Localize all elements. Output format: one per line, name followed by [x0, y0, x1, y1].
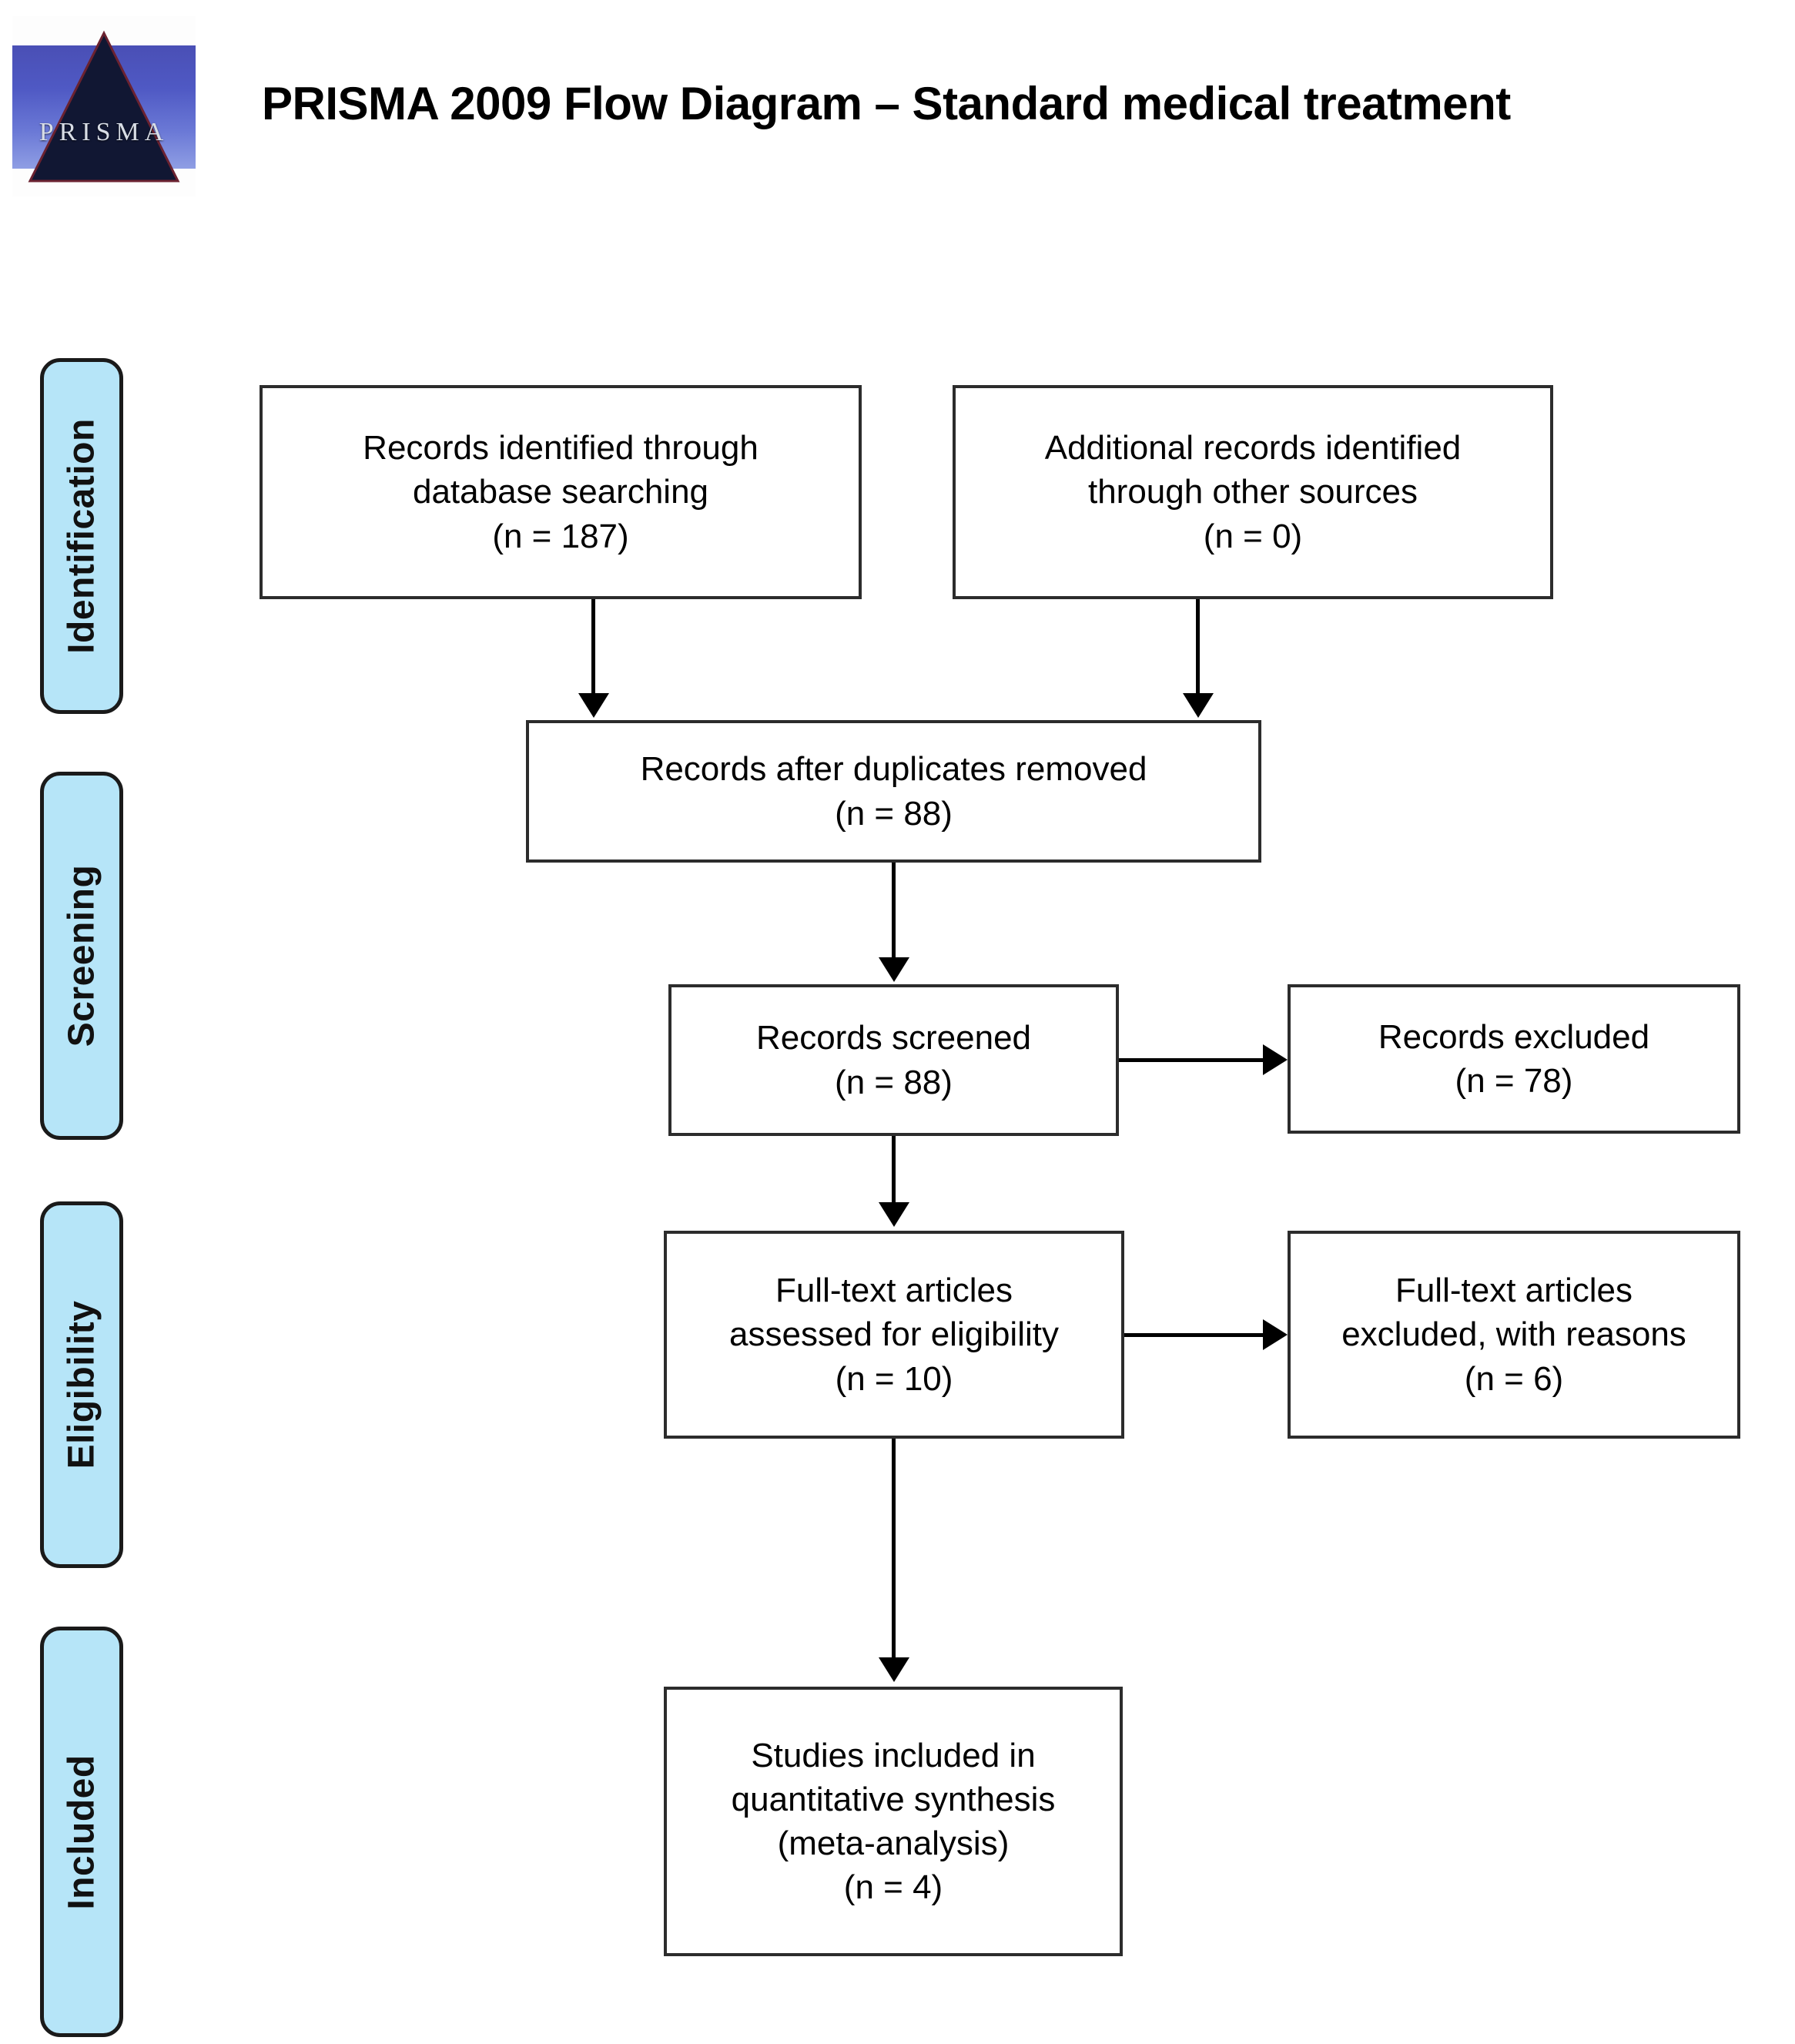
- arrowhead-assessed-to-included: [879, 1657, 909, 1682]
- box-line: database searching: [412, 473, 709, 511]
- box-count: (n = 10): [835, 1359, 953, 1398]
- box-records-after-duplicates-removed: Records after duplicates removed (n = 88…: [526, 720, 1261, 863]
- logo-wordmark: PRISMA: [39, 118, 169, 146]
- box-text: Records screened (n = 88): [745, 1016, 1042, 1104]
- arrowhead-screened-to-fulltext: [879, 1202, 909, 1227]
- box-line: assessed for eligibility: [729, 1315, 1059, 1354]
- phase-label-screening: Screening: [61, 864, 102, 1047]
- box-count: (n = 6): [1464, 1359, 1564, 1398]
- box-records-screened: Records screened (n = 88): [668, 984, 1119, 1136]
- box-line: Records excluded: [1378, 1017, 1650, 1056]
- arrowhead-db-to-duplicates: [578, 693, 609, 718]
- box-line: Records screened: [755, 1019, 1032, 1057]
- arrowhead-assessed-to-excluded: [1263, 1319, 1288, 1350]
- connector-assessed-to-excluded: [1124, 1333, 1264, 1337]
- prisma-logo: PRISMA: [12, 16, 196, 196]
- box-line: excluded, with reasons: [1341, 1315, 1686, 1354]
- arrowhead-other-to-duplicates: [1183, 693, 1214, 718]
- box-text: Records identified through database sear…: [352, 426, 769, 558]
- box-count: (n = 78): [1455, 1062, 1573, 1100]
- box-records-excluded: Records excluded (n = 78): [1288, 984, 1740, 1134]
- box-text: Records after duplicates removed (n = 88…: [630, 747, 1158, 835]
- box-count: (n = 88): [835, 1063, 953, 1101]
- box-fulltext-excluded: Full-text articles excluded, with reason…: [1288, 1231, 1740, 1439]
- box-records-identified-database: Records identified through database sear…: [260, 385, 862, 599]
- phase-label-eligibility: Eligibility: [61, 1300, 102, 1469]
- phase-bar-eligibility: Eligibility: [40, 1201, 123, 1568]
- page-title: PRISMA 2009 Flow Diagram – Standard medi…: [262, 78, 1511, 129]
- connector-duplicates-to-screened: [892, 863, 896, 960]
- box-fulltext-assessed: Full-text articles assessed for eligibil…: [664, 1231, 1124, 1439]
- box-additional-records-other-sources: Additional records identified through ot…: [953, 385, 1553, 599]
- phase-bar-screening: Screening: [40, 772, 123, 1140]
- prism-triangle-icon: [28, 30, 180, 183]
- box-line: quantitative synthesis: [731, 1780, 1056, 1818]
- box-studies-included: Studies included in quantitative synthes…: [664, 1687, 1123, 1956]
- connector-screened-to-excluded: [1119, 1058, 1264, 1062]
- connector-screened-to-fulltext: [892, 1136, 896, 1205]
- box-text: Records excluded (n = 78): [1368, 1015, 1660, 1103]
- box-line: Full-text articles: [1395, 1272, 1633, 1310]
- box-line: Full-text articles: [775, 1272, 1013, 1310]
- box-line: through other sources: [1087, 473, 1418, 511]
- box-text: Studies included in quantitative synthes…: [721, 1734, 1067, 1910]
- phase-bar-included: Included: [40, 1627, 123, 2037]
- box-count: (n = 88): [835, 794, 953, 833]
- arrowhead-screened-to-excluded: [1263, 1044, 1288, 1075]
- box-line: Studies included in: [751, 1736, 1036, 1774]
- box-text: Full-text articles assessed for eligibil…: [718, 1268, 1070, 1401]
- phase-label-included: Included: [61, 1754, 102, 1910]
- connector-assessed-to-included: [892, 1439, 896, 1660]
- arrowhead-duplicates-to-screened: [879, 957, 909, 982]
- box-count: (n = 4): [843, 1868, 943, 1907]
- box-line: Records identified through: [363, 429, 759, 467]
- box-text: Full-text articles excluded, with reason…: [1331, 1268, 1697, 1401]
- box-count: (n = 0): [1203, 517, 1303, 555]
- box-count: (n = 187): [492, 517, 629, 555]
- connector-db-to-duplicates: [591, 599, 595, 696]
- phase-label-identification: Identification: [61, 418, 102, 654]
- phase-bar-identification: Identification: [40, 358, 123, 714]
- box-line: Records after duplicates removed: [640, 750, 1147, 789]
- box-text: Additional records identified through ot…: [1034, 426, 1472, 558]
- box-line: Additional records identified: [1044, 429, 1462, 467]
- box-line: (meta-analysis): [777, 1825, 1010, 1862]
- connector-other-to-duplicates: [1196, 599, 1200, 696]
